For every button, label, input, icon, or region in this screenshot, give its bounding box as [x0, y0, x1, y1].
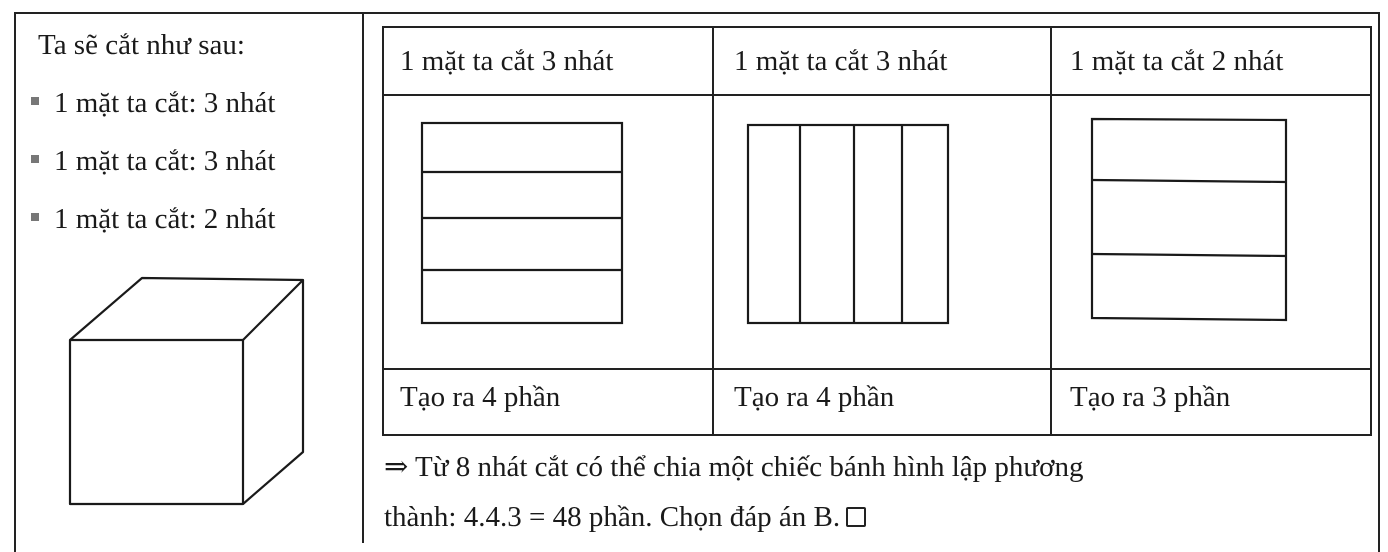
conclusion-answer: thành: 4.4.3 = 48 phần. Chọn đáp án B.: [384, 501, 841, 533]
solution-frame: [14, 12, 1380, 552]
table-col-divider: [712, 28, 714, 434]
conclusion-text: ⇒ Từ 8 nhát cắt có thể chia một chiếc bá…: [384, 442, 1083, 542]
table-header: 1 mặt ta cắt 3 nhát: [400, 45, 614, 77]
conclusion-line: ⇒ Từ 8 nhát cắt có thể chia một chiếc bá…: [384, 451, 1084, 483]
bullet-icon: [31, 97, 39, 105]
list-item: 1 mặt ta cắt: 2 nhát: [28, 202, 275, 260]
cuts-table: 1 mặt ta cắt 3 nhát 1 mặt ta cắt 3 nhát …: [382, 26, 1372, 436]
table-row-divider: [384, 368, 1370, 370]
table-cell-result: Tạo ra 4 phần: [400, 381, 561, 413]
cut-figure-vertical: [746, 123, 950, 325]
table-cell-result: Tạo ra 4 phần: [734, 381, 895, 413]
list-item: 1 mặt ta cắt: 3 nhát: [28, 86, 275, 144]
table-cell-result: Tạo ra 3 phần: [1070, 381, 1231, 413]
list-item-text: 1 mặt ta cắt: 3 nhát: [54, 145, 276, 177]
list-item-text: 1 mặt ta cắt: 2 nhát: [54, 203, 276, 235]
table-col-divider: [1050, 28, 1052, 434]
intro-text: Ta sẽ cắt như sau:: [38, 29, 245, 61]
conclusion-line-2: thành: 4.4.3 = 48 phần. Chọn đáp án B.: [384, 492, 1083, 542]
table-header: 1 mặt ta cắt 3 nhát: [734, 45, 948, 77]
cut-figure-horizontal: [1090, 117, 1288, 322]
cut-list: 1 mặt ta cắt: 3 nhát 1 mặt ta cắt: 3 nhá…: [28, 86, 275, 260]
bullet-icon: [31, 213, 39, 221]
list-item: 1 mặt ta cắt: 3 nhát: [28, 144, 275, 202]
table-header: 1 mặt ta cắt 2 nhát: [1070, 45, 1284, 77]
cube-icon: [60, 270, 310, 520]
column-divider: [362, 12, 364, 543]
bullet-icon: [31, 155, 39, 163]
table-row-divider: [384, 94, 1370, 96]
cut-figure-horizontal: [420, 121, 624, 325]
checkbox-icon: [846, 507, 867, 528]
list-item-text: 1 mặt ta cắt: 3 nhát: [54, 87, 276, 119]
